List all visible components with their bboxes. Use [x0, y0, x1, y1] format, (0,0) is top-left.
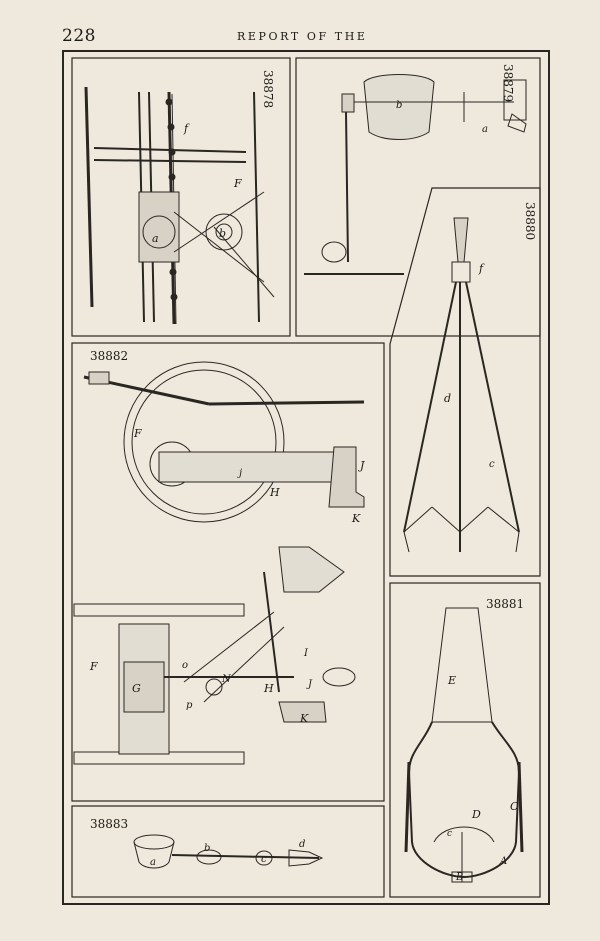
fig-38882-number: 38882	[90, 349, 128, 363]
fig-38882-top-label-j: j	[237, 468, 242, 479]
fig-38882-bottom-label-p: p	[186, 700, 193, 711]
panel-38881	[389, 582, 541, 898]
fig-38881-label-c: c	[447, 829, 452, 839]
panel-38882	[71, 342, 385, 802]
fig-38881-label-E: E	[447, 674, 456, 687]
fig-38882-bottom-label-H: H	[263, 682, 274, 695]
patent-plate: 38878 f F a b 38879 b a	[62, 50, 550, 905]
plate-drawing: 38878 f F a b 38879 b a	[71, 57, 541, 898]
fig-38882-bottom-label-N: N	[221, 674, 232, 685]
fig-38878-number: 38878	[261, 70, 275, 108]
running-head: REPORT OF THE	[237, 30, 368, 43]
fig-38879-label-a: a	[482, 124, 488, 135]
fig-38882-bottom-label-o: o	[182, 660, 188, 671]
fig-38878-label-a: a	[152, 232, 159, 245]
fig-38878-label-f: f	[183, 122, 190, 135]
fig-38879-drawing	[304, 74, 527, 275]
fig-38882-top-label-J: J	[358, 459, 365, 472]
fig-38883-number: 38883	[90, 817, 128, 831]
fig-38879-number: 38879	[501, 64, 515, 102]
fig-38878-label-F: F	[233, 177, 242, 190]
fig-38882-bottom-label-K: K	[299, 712, 309, 725]
fig-38881-label-B: B	[455, 872, 463, 883]
fig-38881-drawing	[404, 607, 524, 883]
page-number: 228	[62, 26, 96, 46]
fig-38882-bottom-label-J: J	[306, 679, 313, 690]
fig-38880-label-c: c	[489, 459, 495, 470]
fig-38882-top-label-H: H	[269, 486, 280, 499]
fig-38880-label-d: d	[444, 392, 451, 405]
fig-38882-top-label-F: F	[133, 427, 142, 440]
fig-38883-label-b: b	[204, 843, 210, 854]
fig-38883-label-d: d	[299, 839, 305, 850]
fig-38878-label-b: b	[219, 227, 226, 240]
fig-38882-bottom-label-G: G	[132, 682, 141, 695]
fig-38882-bottom-label-F: F	[89, 660, 98, 673]
fig-38882-drawing	[73, 361, 365, 765]
fig-38880-drawing	[403, 217, 520, 553]
fig-38881-label-C: C	[510, 800, 519, 813]
fig-38881-number: 38881	[486, 597, 524, 611]
panel-38880	[389, 187, 541, 577]
fig-38883-label-a: a	[150, 857, 156, 868]
fig-38883-drawing	[133, 834, 324, 869]
fig-38878-drawing	[84, 86, 275, 325]
fig-38880-number: 38880	[523, 202, 537, 240]
fig-38882-bottom-label-I: I	[303, 648, 309, 659]
fig-38881-label-D: D	[471, 808, 481, 821]
panel-38883	[71, 805, 385, 898]
fig-38882-top-label-K: K	[351, 512, 361, 525]
fig-38881-label-A: A	[499, 856, 507, 867]
fig-38880-label-f: f	[478, 262, 485, 275]
fig-38879-label-b: b	[396, 100, 402, 111]
fig-38883-label-c: c	[261, 854, 267, 865]
panel-38878	[71, 57, 291, 337]
